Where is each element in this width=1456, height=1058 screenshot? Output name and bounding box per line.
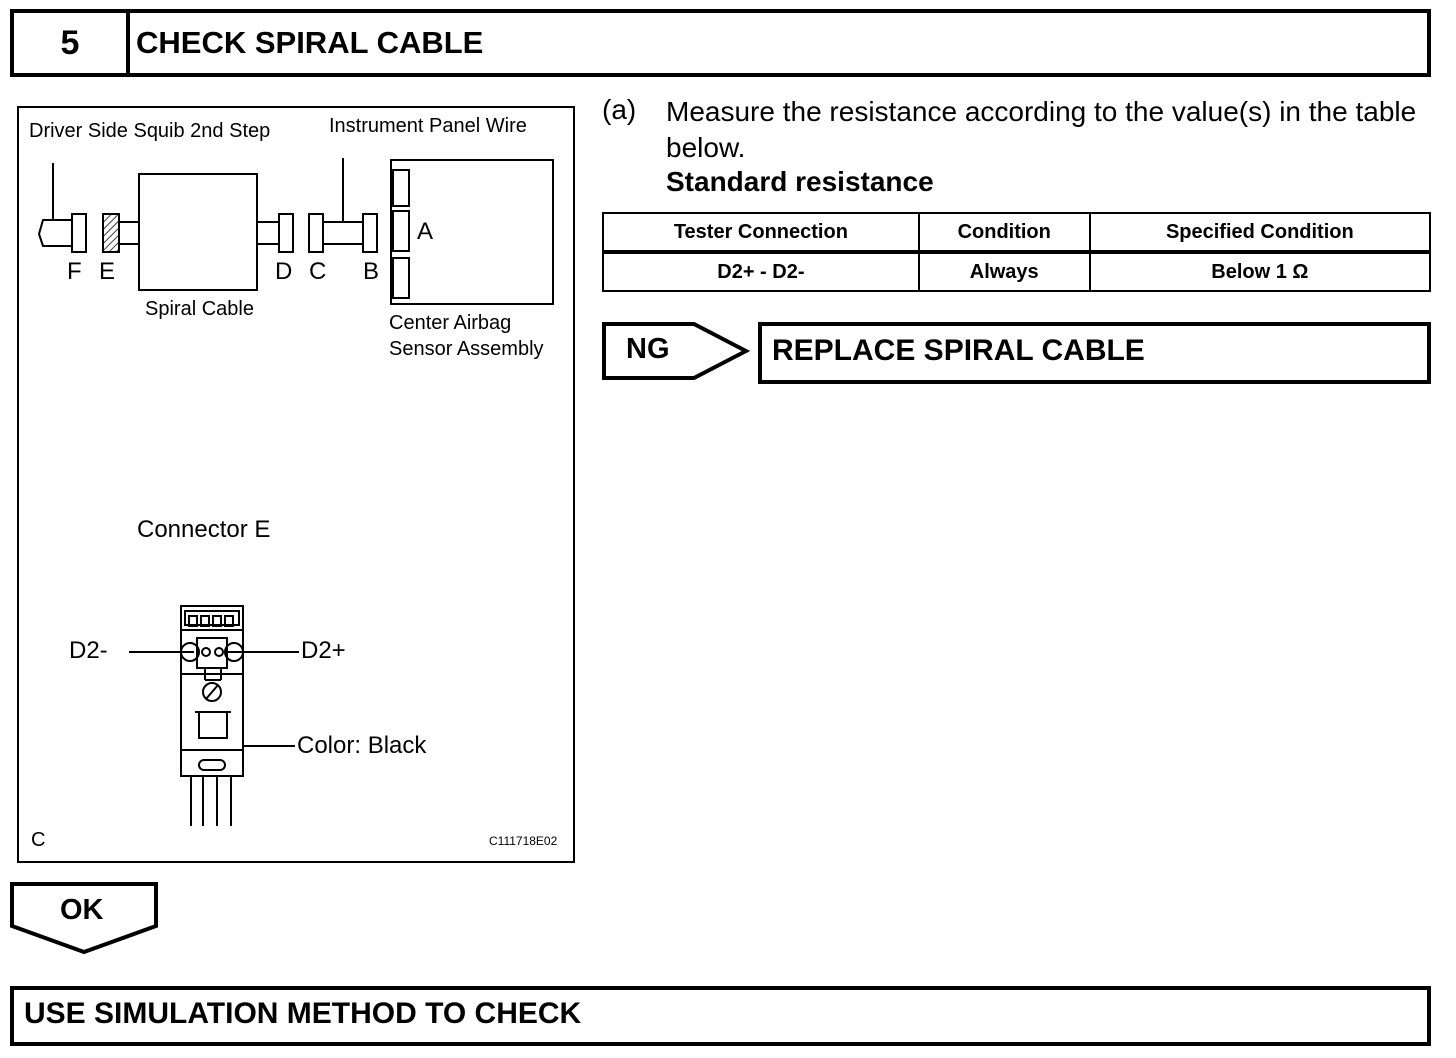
- label-d: D: [275, 258, 293, 285]
- label-f: F: [67, 258, 82, 285]
- spiral-cable-label: Spiral Cable: [145, 298, 254, 320]
- connector-c: [308, 213, 324, 253]
- instruction-text: Measure the resistance according to the …: [666, 96, 1417, 163]
- figure-id: C111718E02: [489, 834, 558, 848]
- connector-e-detail: [129, 605, 299, 826]
- table-row: D2+ - D2- Always Below 1 Ω: [602, 251, 1432, 292]
- ok-arrow-tag: [10, 882, 158, 955]
- figure-corner-code: C: [31, 829, 46, 851]
- center-airbag-sensor: [390, 159, 554, 305]
- table-cell: D2+ - D2-: [602, 251, 920, 292]
- table-header: Condition: [917, 212, 1091, 254]
- label-e: E: [99, 258, 116, 285]
- wiring-diagram: [37, 158, 554, 826]
- table-cell: Always: [917, 251, 1091, 292]
- wiring-figure: Driver Side Squib 2nd Step Instrument Pa…: [17, 106, 575, 863]
- label-b: B: [363, 258, 380, 285]
- instrument-panel-wire-label: Instrument Panel Wire: [329, 115, 527, 137]
- spiral-cable-body: [138, 173, 258, 291]
- d2-minus-label: D2-: [69, 637, 108, 664]
- connector-e: [102, 213, 120, 253]
- color-label: Color: Black: [297, 732, 427, 759]
- next-action-text: USE SIMULATION METHOD TO CHECK: [24, 997, 582, 1030]
- center-airbag-label-line2: Sensor Assembly: [389, 338, 544, 360]
- ng-action-box: [758, 322, 1431, 384]
- ng-action-text: REPLACE SPIRAL CABLE: [772, 334, 1145, 367]
- step-header: 5 CHECK SPIRAL CABLE: [10, 9, 1431, 77]
- connector-e-title: Connector E: [137, 516, 271, 543]
- connector-d: [278, 213, 294, 253]
- ok-label: OK: [60, 894, 104, 926]
- table-cell: Below 1 Ω: [1088, 251, 1432, 292]
- label-a: A: [417, 218, 434, 245]
- instruction-marker: (a): [602, 94, 637, 125]
- step-number: 5: [14, 13, 130, 73]
- ng-label: NG: [626, 333, 670, 365]
- table-header: Tester Connection: [602, 212, 920, 254]
- d2-plus-label: D2+: [301, 637, 346, 664]
- squib-plug: [37, 163, 73, 247]
- table-header-row: Tester Connection Condition Specified Co…: [602, 212, 1432, 254]
- step-title: CHECK SPIRAL CABLE: [136, 25, 484, 60]
- next-action-box: [10, 986, 1431, 1046]
- label-c: C: [309, 258, 327, 285]
- connector-b: [362, 213, 378, 253]
- ng-arrow-tag: [602, 322, 750, 380]
- resistance-table: Tester Connection Condition Specified Co…: [602, 212, 1432, 292]
- table-header: Specified Condition: [1088, 212, 1432, 254]
- connector-a: [392, 210, 410, 252]
- driver-squib-label: Driver Side Squib 2nd Step: [29, 120, 271, 142]
- center-airbag-label-line1: Center Airbag: [389, 312, 512, 334]
- standard-resistance-heading: Standard resistance: [666, 166, 934, 197]
- connector-f: [71, 213, 87, 253]
